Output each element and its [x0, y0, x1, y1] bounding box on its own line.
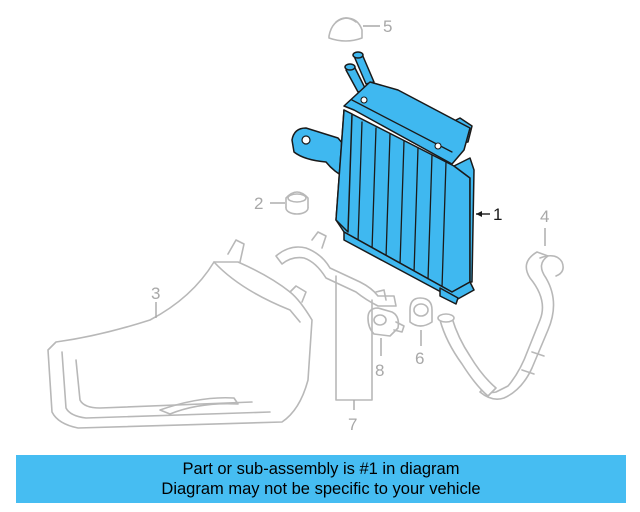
parts-diagram: 5 2 3 4 6 — [47, 17, 564, 434]
part-3-air-duct — [47, 239, 313, 429]
caption-line-2: Diagram may not be specific to your vehi… — [161, 480, 481, 498]
lower-hose — [437, 313, 497, 397]
callout-8[interactable]: 8 — [375, 361, 384, 380]
caption-line-1: Part or sub-assembly is #1 in diagram — [182, 460, 460, 478]
caption-band: Part or sub-assembly is #1 in diagram Di… — [16, 455, 626, 503]
part-7-hose — [275, 231, 397, 410]
callout-6[interactable]: 6 — [415, 349, 424, 368]
callout-4[interactable]: 4 — [540, 207, 549, 226]
callout-1[interactable]: 1 — [493, 205, 502, 224]
callout-3[interactable]: 3 — [151, 284, 160, 303]
part-4-hose — [479, 228, 564, 400]
callout-5[interactable]: 5 — [383, 17, 392, 36]
part-1-oil-cooler[interactable] — [291, 51, 490, 305]
callout-2[interactable]: 2 — [254, 194, 263, 213]
part-5-cap — [328, 17, 380, 42]
callout-7[interactable]: 7 — [348, 415, 357, 434]
part-8-connector — [367, 307, 405, 356]
part-6-fitting — [409, 297, 433, 346]
part-2-grommet — [270, 191, 309, 215]
